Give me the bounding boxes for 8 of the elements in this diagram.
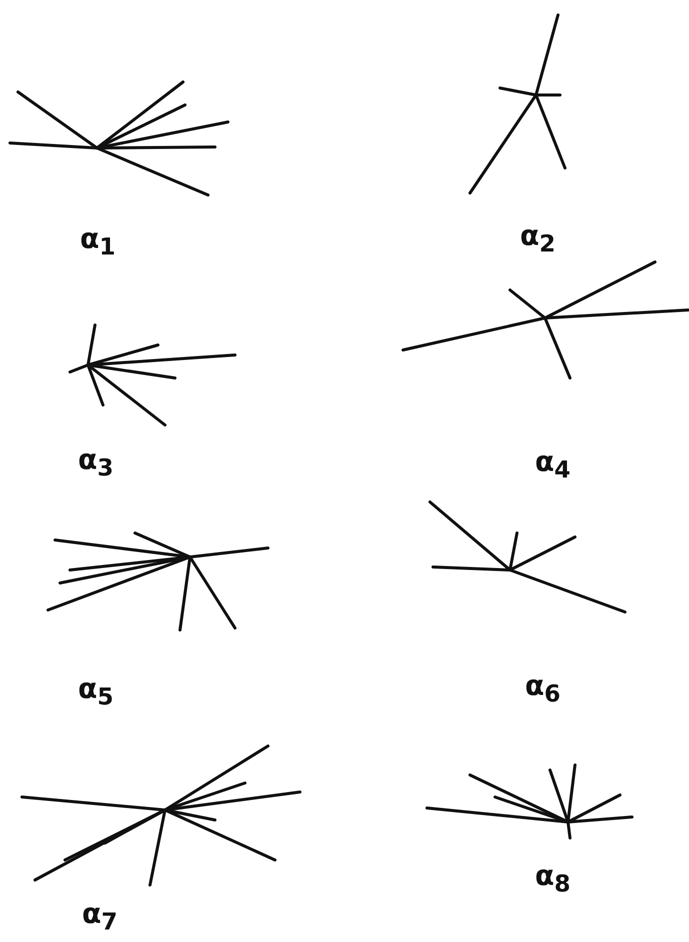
figure-label: α$_{5}$ bbox=[78, 675, 114, 709]
figure-label: α$_{4}$ bbox=[535, 448, 570, 482]
figure-label: α$_{2}$ bbox=[520, 222, 556, 256]
figure-label: α$_{3}$ bbox=[78, 446, 114, 480]
figure-label: α$_{8}$ bbox=[535, 862, 570, 896]
figure-label: α$_{6}$ bbox=[525, 672, 560, 706]
figure-label: α$_{1}$ bbox=[80, 225, 116, 259]
figure-label: α$_{7}$ bbox=[82, 900, 118, 934]
